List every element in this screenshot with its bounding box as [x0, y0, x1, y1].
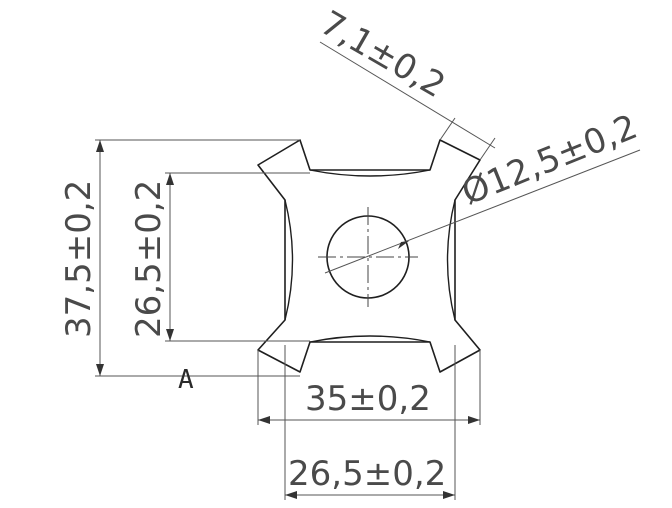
part-outline — [257, 139, 481, 373]
top-dim-line — [319, 41, 496, 149]
top-dim-ext-2 — [479, 137, 496, 161]
inner-width-label: 26,5±0,2 — [288, 454, 446, 494]
top-width-label: 7,1±0,2 — [314, 3, 452, 106]
right-side-curve — [446, 199, 456, 321]
diameter-arrow — [398, 241, 409, 249]
inner-width-arrow-left — [285, 491, 297, 499]
top-dim-ext-1 — [439, 117, 456, 141]
inner-height-arrow-bottom — [166, 329, 174, 341]
inner-height-arrow-top — [166, 173, 174, 185]
overall-width-label: 35±0,2 — [305, 379, 431, 419]
top-side-curve — [309, 169, 431, 177]
left-side-curve — [284, 199, 294, 321]
overall-height-label: 37,5±0,2 — [59, 180, 99, 338]
height-arrow-bottom — [96, 364, 104, 376]
bottom-side-curve — [309, 335, 431, 343]
width-arrow-right — [468, 416, 480, 424]
datum-label: A — [178, 365, 194, 395]
diameter-leader — [324, 149, 641, 274]
inner-height-label: 26,5±0,2 — [129, 180, 169, 338]
inner-width-arrow-right — [443, 491, 455, 499]
height-arrow-top — [96, 140, 104, 152]
center-hole — [326, 215, 410, 299]
width-arrow-left — [258, 416, 270, 424]
